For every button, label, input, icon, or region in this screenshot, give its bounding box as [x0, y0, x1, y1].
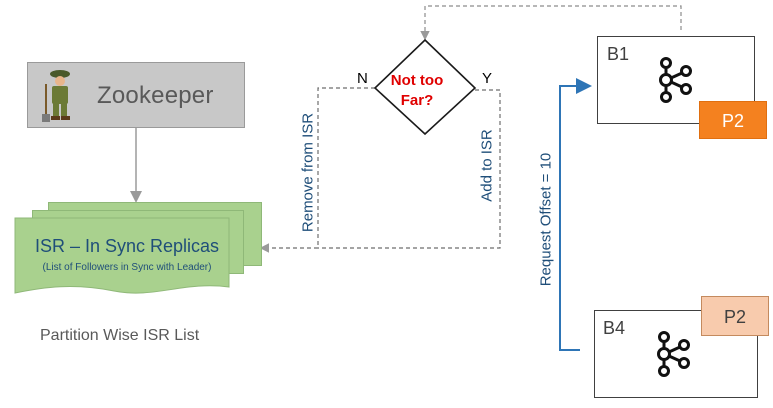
- decision-diamond: [373, 38, 477, 136]
- no-branch-connector: [259, 87, 375, 253]
- no-label: N: [357, 70, 368, 87]
- broker-b1-label: B1: [607, 44, 630, 64]
- kafka-logo-icon: [659, 57, 692, 103]
- add-to-isr-label: Add to ISR: [478, 129, 496, 202]
- decision-text-line1: Not too: [390, 72, 444, 89]
- zookeeper-label: Zookeeper: [97, 82, 214, 109]
- b1-to-decision-connector: [420, 5, 682, 41]
- partition-p2-follower: P2: [701, 296, 769, 336]
- yes-branch-connector: [318, 89, 501, 249]
- isr-subtitle: (List of Followers in Sync with Leader): [42, 262, 212, 273]
- zookeeper-mascot-icon: [42, 70, 70, 122]
- decision-text-line2: Far?: [400, 92, 434, 109]
- isr-document: [14, 217, 230, 294]
- request-offset-label: Request Offset = 10: [537, 152, 555, 287]
- kafka-logo-icon: [657, 331, 690, 377]
- remove-from-isr-label: Remove from ISR: [299, 112, 317, 233]
- broker-b4-label: B4: [603, 318, 626, 338]
- isr-title: ISR – In Sync Replicas: [34, 236, 220, 256]
- partition-wise-isr-caption: Partition Wise ISR List: [40, 327, 200, 344]
- yes-label: Y: [482, 70, 493, 87]
- request-offset-arrow: [559, 78, 592, 351]
- partition-p2-leader: P2: [699, 101, 767, 139]
